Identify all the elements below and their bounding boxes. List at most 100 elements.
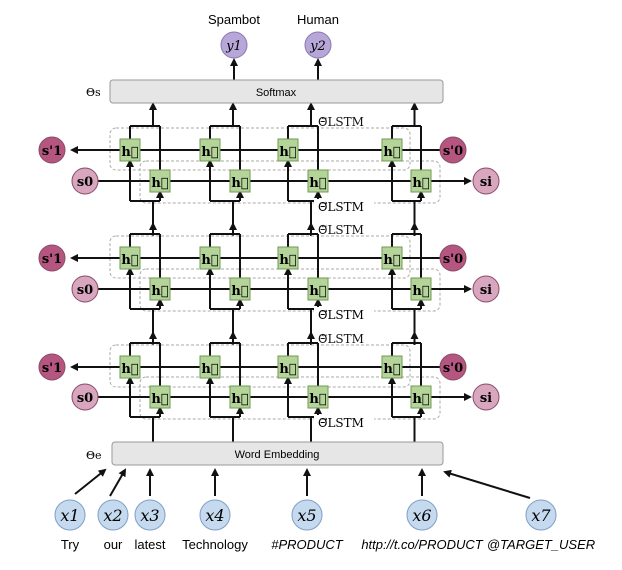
cell-label: h⃖ xyxy=(121,145,138,160)
cell-label: h⃖ xyxy=(279,253,296,268)
cell-label: h⃗ xyxy=(231,392,248,407)
backward-lstm-cell: h⃖ xyxy=(199,138,221,162)
forward-lstm-cell: h⃗ xyxy=(307,169,329,193)
left-back-state: s'1 xyxy=(38,353,66,381)
right-forward-state: si xyxy=(472,275,500,303)
svg-text:y2: y2 xyxy=(309,39,326,54)
word-embedding-label: Word Embedding xyxy=(235,449,320,461)
backward-lstm-cell: h⃖ xyxy=(277,246,299,270)
softmax-param: Θs xyxy=(86,86,101,99)
label-bg xyxy=(314,199,374,213)
word-embedding-box xyxy=(111,441,444,466)
input-symbol: x2 xyxy=(103,506,122,525)
output-label-human: Human xyxy=(297,12,339,27)
cell-label: h⃗ xyxy=(309,176,326,191)
left-back-state-label: s'1 xyxy=(42,144,62,159)
connector xyxy=(74,468,107,495)
cell-label: h⃗ xyxy=(151,392,168,407)
cell-label: h⃖ xyxy=(201,362,218,377)
left-back-state-label: s'1 xyxy=(42,361,62,376)
forward-lstm-cell: h⃗ xyxy=(149,169,171,193)
forward-lstm-cell: h⃗ xyxy=(229,385,251,409)
input-word: our xyxy=(104,537,123,552)
forward-lstm-cell: h⃗ xyxy=(229,277,251,301)
embedding-param: Θe xyxy=(86,449,102,462)
cell-label: h⃖ xyxy=(279,362,296,377)
cell-label: h⃗ xyxy=(412,284,429,299)
cell-label: h⃗ xyxy=(412,176,429,191)
input-node xyxy=(291,499,323,531)
input-token-2: x2 our xyxy=(97,499,129,552)
forward-lstm-cell: h⃗ xyxy=(307,385,329,409)
label-bg xyxy=(314,307,374,321)
softmax-label: Softmax xyxy=(256,87,297,99)
backward-lstm-param: Θ⃖LSTM xyxy=(318,332,364,346)
input-symbol: x1 xyxy=(60,506,79,525)
forward-lstm-cell: h⃗ xyxy=(410,385,432,409)
cell-label: h⃖ xyxy=(383,362,400,377)
right-forward-state-label: si xyxy=(480,175,492,190)
softmax-box xyxy=(109,79,444,104)
backward-lstm-cell: h⃖ xyxy=(381,355,403,379)
input-word: http://t.co/PRODUCT xyxy=(361,537,483,552)
input-symbol: x6 xyxy=(412,506,431,525)
input-symbol: x5 xyxy=(297,506,316,525)
input-token-7: x7@TARGET_USER xyxy=(487,499,595,552)
backward-lstm-cell: h⃖ xyxy=(199,355,221,379)
output-y1: y1 Spambot xyxy=(208,12,260,59)
left-forward-state-label: s0 xyxy=(77,283,93,298)
backward-lstm-cell: h⃖ xyxy=(277,138,299,162)
left-forward-state-label: s0 xyxy=(77,391,93,406)
cell-label: h⃗ xyxy=(231,284,248,299)
right-forward-state-label: si xyxy=(480,391,492,406)
input-word: Technology xyxy=(182,537,248,552)
input-token-5: x5#PRODUCT xyxy=(271,499,344,552)
forward-lstm-cell: h⃗ xyxy=(229,169,251,193)
input-node xyxy=(406,499,438,531)
forward-lstm-cell: h⃗ xyxy=(149,277,171,301)
backward-lstm-param: Θ⃖LSTM xyxy=(318,223,364,237)
input-word: latest xyxy=(134,537,165,552)
cell-label: h⃗ xyxy=(309,392,326,407)
backward-lstm-cell: h⃖ xyxy=(381,246,403,270)
input-node xyxy=(134,499,166,531)
input-symbol: x4 xyxy=(205,506,224,525)
input-word: Try xyxy=(61,537,80,552)
cell-label: h⃖ xyxy=(121,362,138,377)
cell-label: h⃗ xyxy=(151,176,168,191)
forward-lstm-cell: h⃗ xyxy=(307,277,329,301)
right-back-state-label: s'0 xyxy=(443,252,463,267)
right-forward-state: si xyxy=(472,167,500,195)
right-forward-state: si xyxy=(472,383,500,411)
backward-lstm-cell: h⃖ xyxy=(381,138,403,162)
left-back-state: s'1 xyxy=(38,136,66,164)
cell-label: h⃖ xyxy=(121,253,138,268)
cell-label: h⃗ xyxy=(309,284,326,299)
backward-lstm-cell: h⃖ xyxy=(199,246,221,270)
cell-label: h⃖ xyxy=(383,253,400,268)
backward-lstm-cell: h⃖ xyxy=(119,246,141,270)
output-label-spambot: Spambot xyxy=(208,12,260,27)
left-back-state: s'1 xyxy=(38,244,66,272)
cell-label: h⃗ xyxy=(412,392,429,407)
cell-label: h⃖ xyxy=(383,145,400,160)
backward-lstm-cell: h⃖ xyxy=(119,138,141,162)
left-forward-state: s0 xyxy=(71,275,99,303)
right-back-state: s'0 xyxy=(439,136,467,164)
label-bg xyxy=(314,415,374,429)
forward-lstm-param: Θ⃗LSTM xyxy=(318,200,364,214)
cell-label: h⃖ xyxy=(201,145,218,160)
left-forward-state: s0 xyxy=(71,167,99,195)
left-forward-state-label: s0 xyxy=(77,175,93,190)
connector xyxy=(443,469,531,499)
cell-label: h⃗ xyxy=(231,176,248,191)
forward-lstm-param: Θ⃗LSTM xyxy=(318,416,364,430)
backward-lstm-cell: h⃖ xyxy=(277,355,299,379)
right-back-state-label: s'0 xyxy=(443,361,463,376)
input-symbol: x7 xyxy=(531,506,551,525)
right-back-state: s'0 xyxy=(439,353,467,381)
left-forward-state: s0 xyxy=(71,383,99,411)
